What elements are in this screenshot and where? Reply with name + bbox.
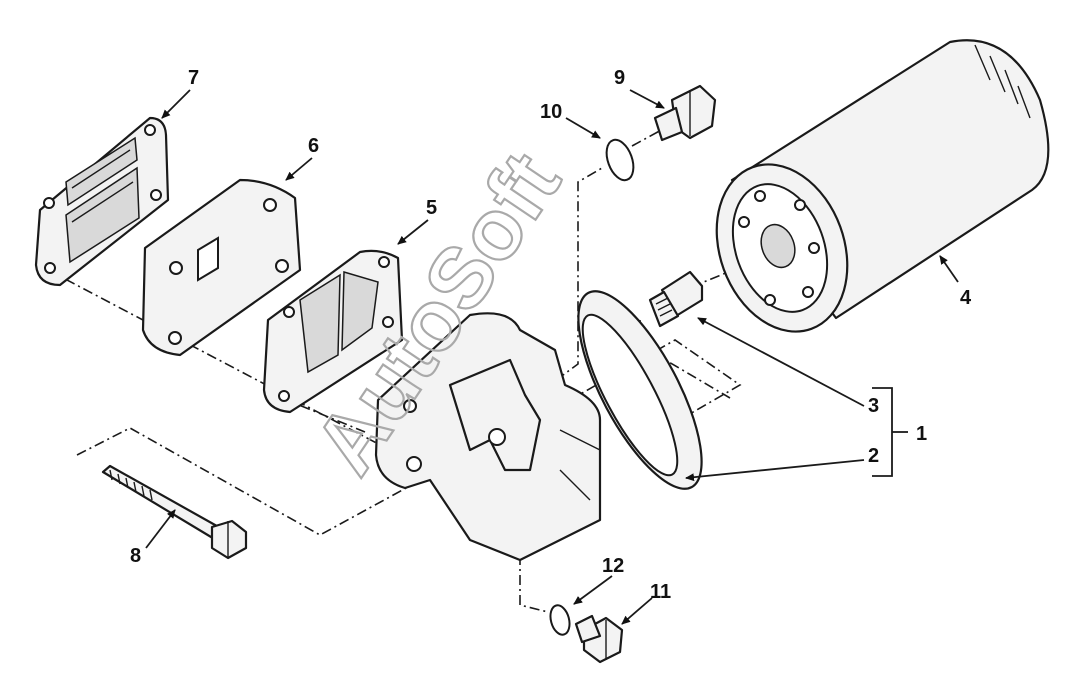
plug-part-9 (653, 84, 717, 142)
o-ring-part-10 (605, 138, 635, 182)
callout-10: 10 (540, 101, 562, 123)
callout-1: 1 (916, 423, 927, 445)
adapter-plate-part-6 (141, 178, 302, 357)
leader-lines (145, 89, 959, 625)
callout-labels: 1 2 3 4 5 6 7 8 9 10 11 12 (130, 67, 972, 603)
gasket-part-5 (262, 249, 404, 414)
callout-9: 9 (614, 67, 625, 89)
callout-12: 12 (602, 555, 624, 577)
fitting-part-3 (648, 270, 704, 328)
callout-6: 6 (308, 135, 319, 157)
callout-5: 5 (426, 197, 437, 219)
callout-8: 8 (130, 545, 141, 567)
bolt-part-8 (101, 464, 248, 560)
callout-11: 11 (650, 581, 671, 603)
callout-7: 7 (188, 67, 199, 89)
callout-2: 2 (868, 445, 879, 467)
drain-plug-part-11 (574, 614, 624, 664)
callout-4: 4 (960, 287, 972, 309)
filter-head-part-1 (374, 290, 703, 562)
gasket-part-7 (34, 116, 170, 287)
o-ring-part-12 (549, 604, 571, 636)
oil-filter-part-4 (715, 39, 1050, 333)
callout-3: 3 (868, 395, 879, 417)
